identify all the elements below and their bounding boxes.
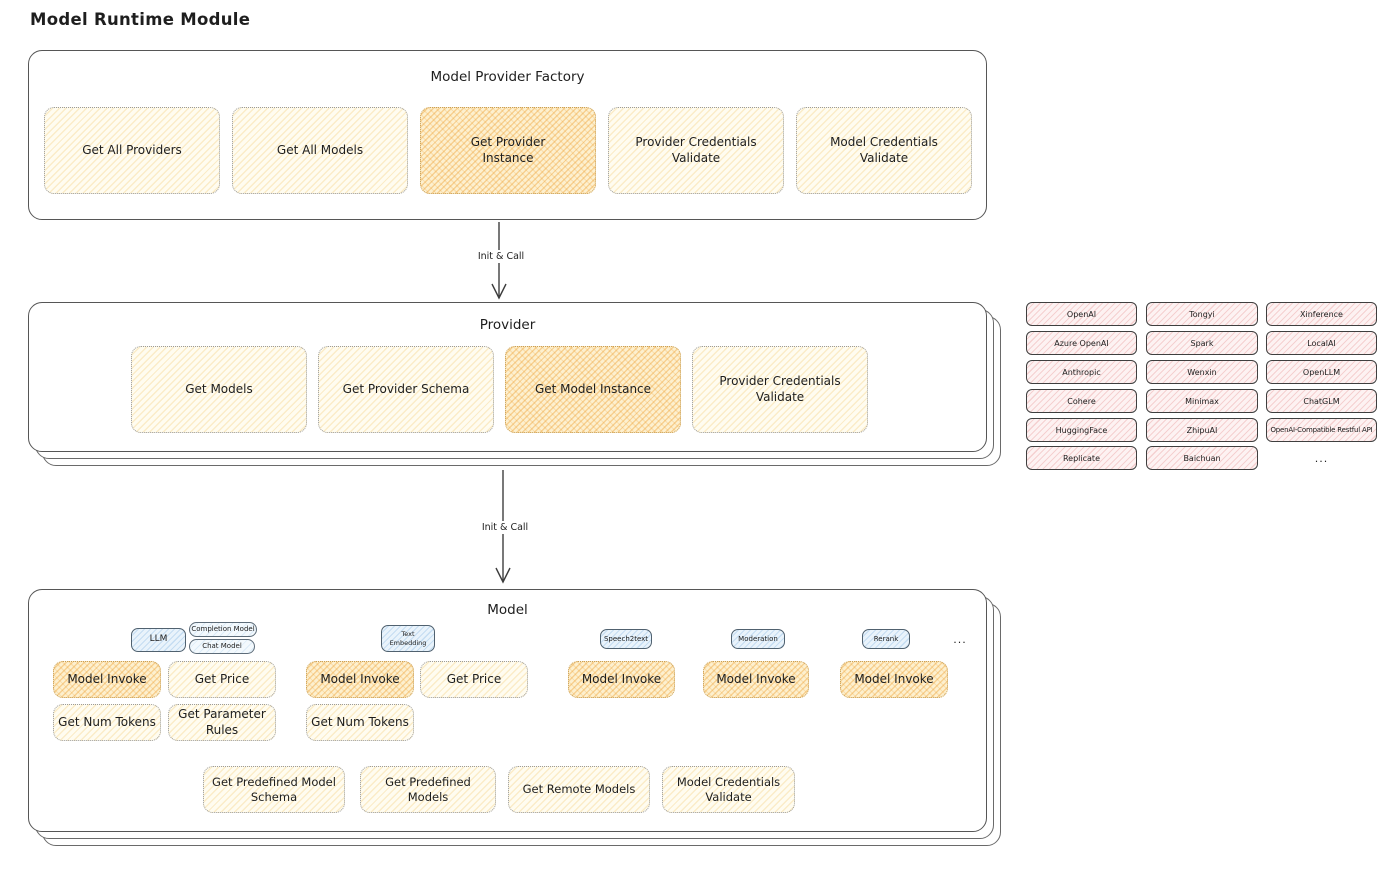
page-title: Model Runtime Module: [30, 10, 251, 29]
vendor-replicate: Replicate: [1026, 446, 1137, 470]
box-llm-get-price: Get Price: [168, 661, 276, 698]
box-speech2text-model-invoke: Model Invoke: [568, 661, 675, 698]
box-get-provider-schema: Get Provider Schema: [318, 346, 494, 433]
box-embedding-model-invoke: Model Invoke: [306, 661, 414, 698]
box-get-all-models: Get All Models: [232, 107, 408, 194]
provider-panel: Provider Get Models Get Provider Schema …: [28, 302, 987, 452]
box-model-credentials-validate: Model Credentials Validate: [796, 107, 972, 194]
tag-llm: LLM: [131, 628, 186, 652]
box-get-remote-models: Get Remote Models: [508, 766, 650, 813]
vendor-azure-openai: Azure OpenAI: [1026, 331, 1137, 355]
box-get-predefined-model-schema: Get Predefined Model Schema: [203, 766, 345, 813]
tag-rerank: Rerank: [862, 629, 910, 649]
box-provider-credentials-validate: Provider Credentials Validate: [608, 107, 784, 194]
model-title: Model: [487, 602, 528, 618]
vendor-openllm: OpenLLM: [1266, 360, 1377, 384]
vendor-spark: Spark: [1146, 331, 1258, 355]
vendor-cohere: Cohere: [1026, 389, 1137, 413]
tag-speech2text: Speech2text: [600, 629, 652, 649]
box-get-provider-instance: Get Provider Instance: [420, 107, 596, 194]
factory-panel: Model Provider Factory Get All Providers…: [28, 50, 987, 220]
vendor-localai: LocalAI: [1266, 331, 1377, 355]
box-get-all-providers: Get All Providers: [44, 107, 220, 194]
box-llm-get-parameter-rules: Get Parameter Rules: [168, 704, 276, 741]
tag-chat-model: Chat Model: [189, 639, 255, 654]
vendors-more-dots: ...: [1314, 451, 1329, 465]
vendor-anthropic: Anthropic: [1026, 360, 1137, 384]
vendor-xinference: Xinference: [1266, 302, 1377, 326]
box-get-model-instance: Get Model Instance: [505, 346, 681, 433]
vendor-tongyi: Tongyi: [1146, 302, 1258, 326]
box-model-credentials-validate-2: Model Credentials Validate: [662, 766, 795, 813]
vendor-zhipuai: ZhipuAI: [1146, 418, 1258, 442]
vendor-openai-compatible: OpenAI-Compatible Restful API: [1266, 418, 1377, 442]
vendor-openai: OpenAI: [1026, 302, 1137, 326]
box-rerank-model-invoke: Model Invoke: [840, 661, 948, 698]
box-moderation-model-invoke: Model Invoke: [703, 661, 809, 698]
arrow2-label: Init & Call: [459, 521, 551, 535]
model-panel: Model LLM Completion Model Chat Model Te…: [28, 589, 987, 832]
vendor-huggingface: HuggingFace: [1026, 418, 1137, 442]
tags-more-dots: ...: [953, 632, 967, 646]
tag-completion-model: Completion Model: [189, 622, 257, 637]
vendor-baichuan: Baichuan: [1146, 446, 1258, 470]
tag-text-embedding: Text Embedding: [381, 625, 435, 652]
factory-title: Model Provider Factory: [430, 69, 585, 85]
vendor-chatglm: ChatGLM: [1266, 389, 1377, 413]
vendor-wenxin: Wenxin: [1146, 360, 1258, 384]
box-llm-model-invoke: Model Invoke: [53, 661, 161, 698]
box-get-models: Get Models: [131, 346, 307, 433]
vendor-minimax: Minimax: [1146, 389, 1258, 413]
tag-moderation: Moderation: [731, 629, 785, 649]
box-provider-credentials-validate-2: Provider Credentials Validate: [692, 346, 868, 433]
box-llm-get-num-tokens: Get Num Tokens: [53, 704, 161, 741]
arrow1-label: Init & Call: [455, 250, 547, 264]
box-embedding-get-num-tokens: Get Num Tokens: [306, 704, 414, 741]
provider-title: Provider: [479, 317, 536, 333]
box-get-predefined-models: Get Predefined Models: [360, 766, 496, 813]
box-embedding-get-price: Get Price: [420, 661, 528, 698]
